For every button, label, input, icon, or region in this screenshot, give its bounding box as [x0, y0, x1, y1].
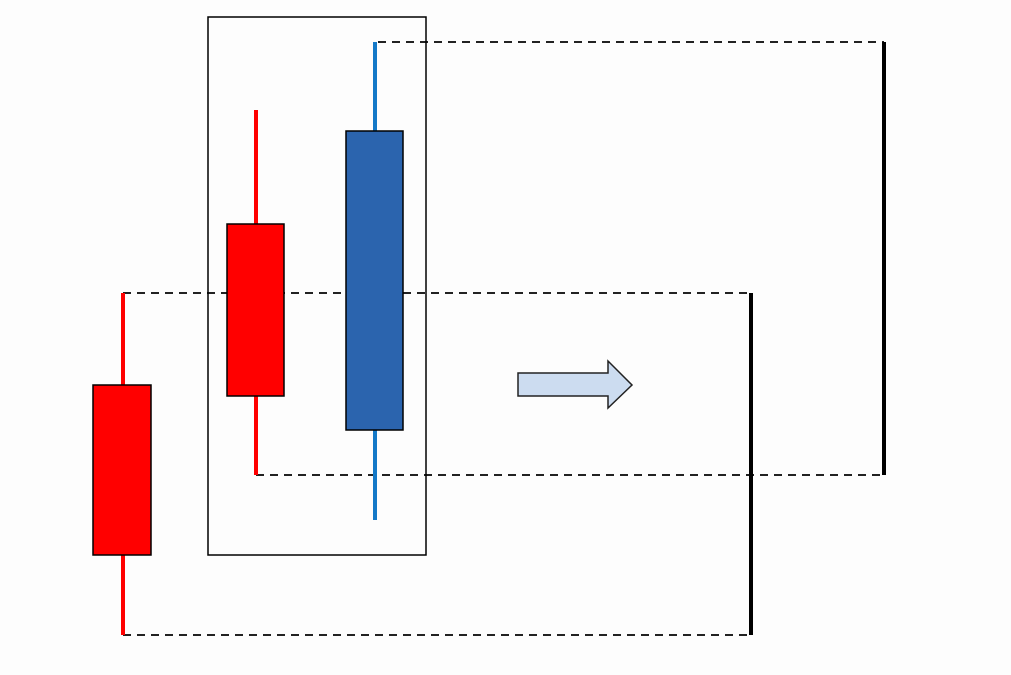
inner-red-candle-body [226, 223, 285, 397]
inner-red-candle [226, 110, 285, 475]
left-candle [92, 293, 152, 635]
left-candle-body [92, 384, 152, 556]
right-arrow-icon [517, 359, 634, 410]
candle-pair-frame [207, 16, 427, 556]
inner-blue-candle [345, 42, 404, 520]
inner-blue-candle-body [345, 130, 404, 431]
